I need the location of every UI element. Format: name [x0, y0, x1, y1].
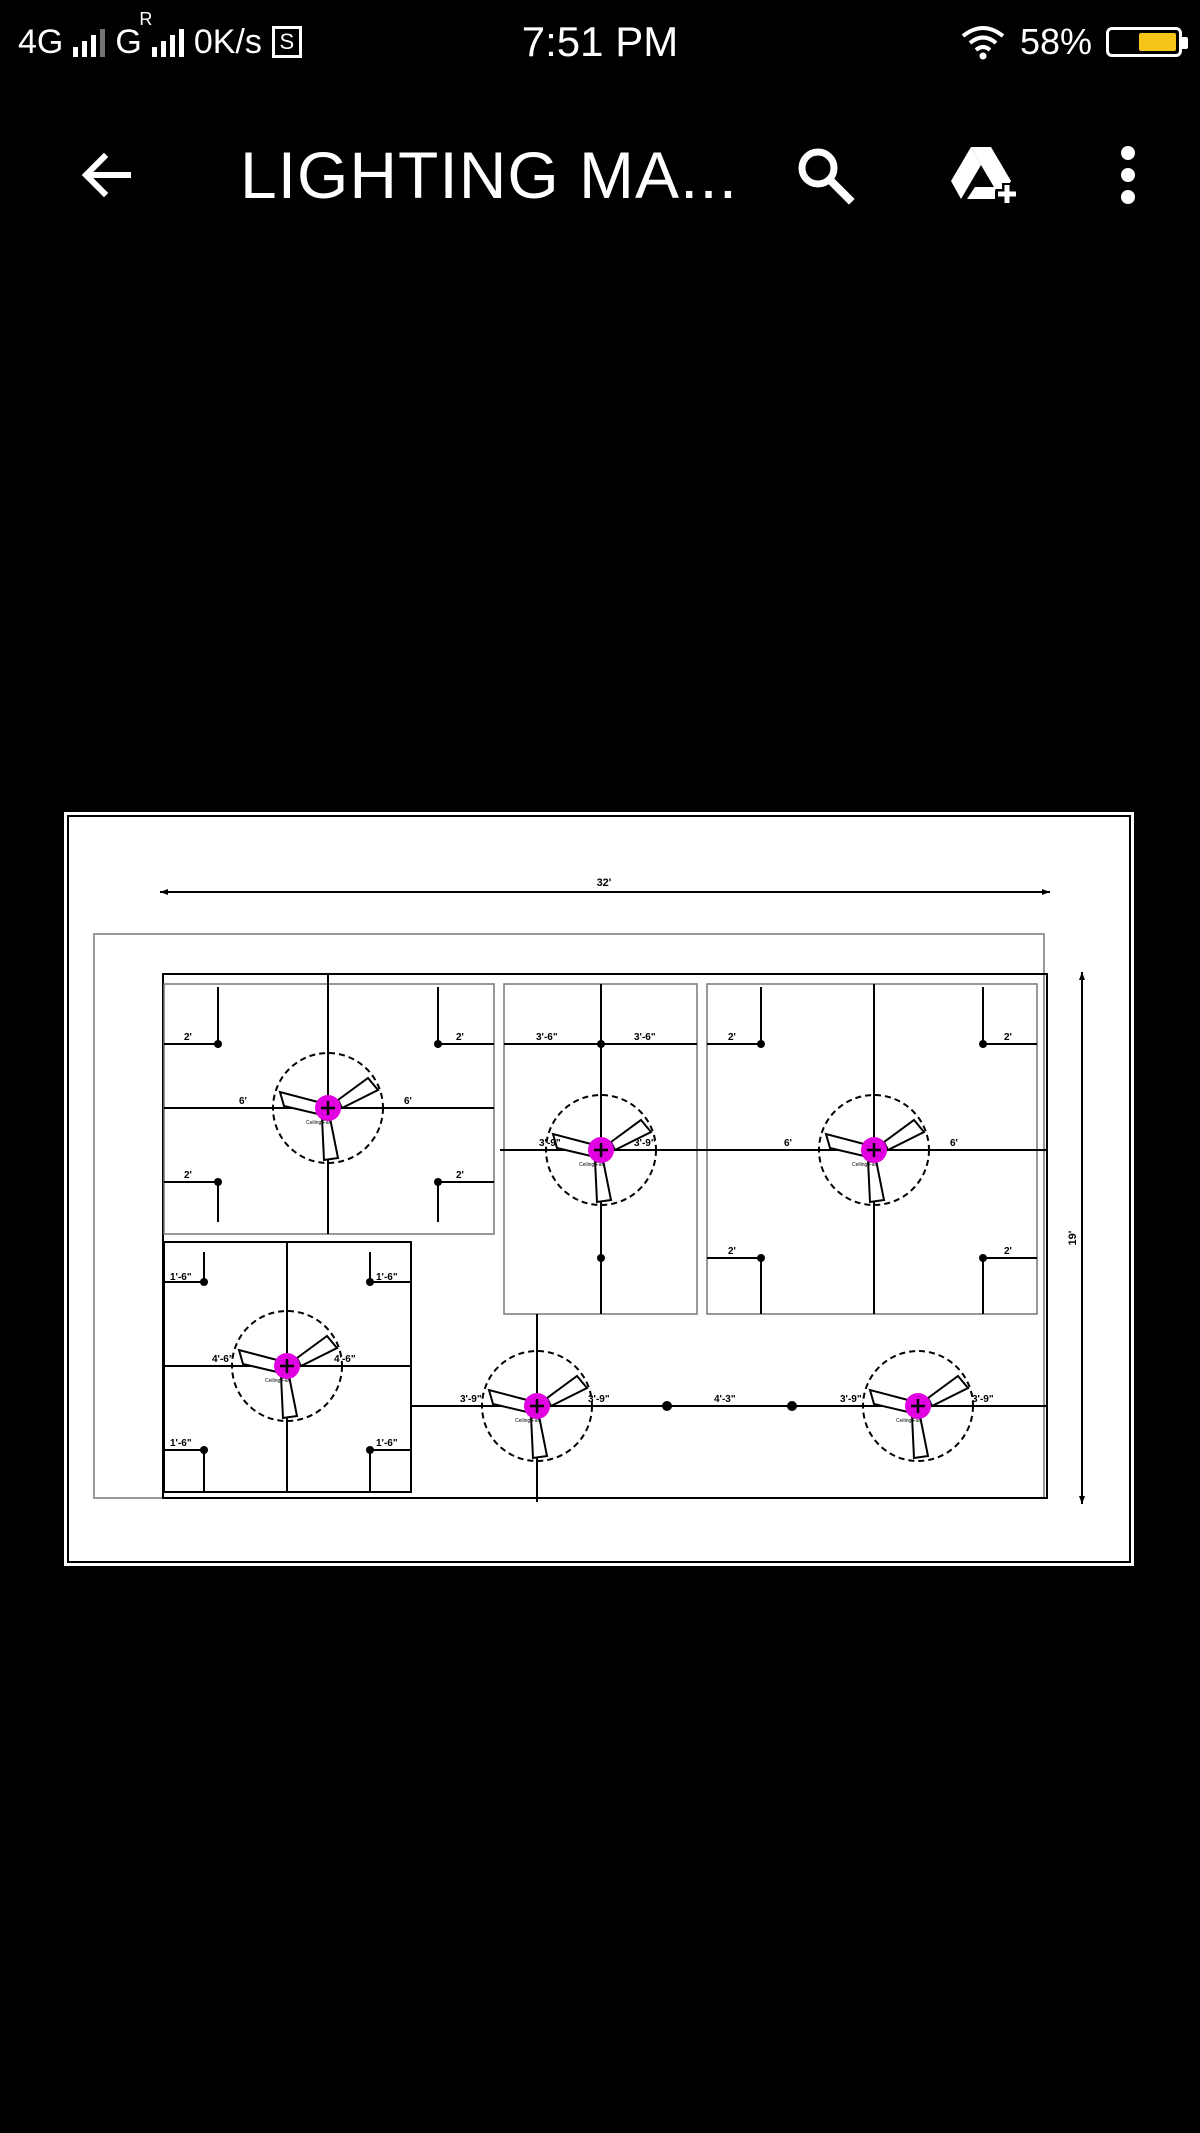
- signal-icon-2: [151, 27, 184, 57]
- more-options-button[interactable]: [1088, 135, 1168, 215]
- light-points: [200, 1040, 987, 1454]
- status-left: 4G G R 0K/s S: [18, 9, 302, 64]
- fan-label: Ceiling Fan: [852, 1162, 878, 1168]
- network-type-1: 4G: [18, 22, 64, 61]
- dim-label: 6': [239, 1096, 247, 1107]
- search-button[interactable]: [785, 135, 865, 215]
- dim-label: 1'-6": [170, 1272, 192, 1283]
- dim-arrow: [1079, 972, 1085, 980]
- dim-label: 2': [456, 1170, 464, 1181]
- dim-label: 1'-6": [376, 1438, 398, 1449]
- page-border: [67, 815, 1131, 1563]
- search-icon: [798, 148, 855, 205]
- dim-label: 4'-3": [714, 1394, 736, 1405]
- dim-label: 1'-6": [376, 1272, 398, 1283]
- lighting-layout-drawing: 32' 19': [67, 815, 1131, 1563]
- dim-label: 4'-6": [334, 1354, 356, 1365]
- dim-label: 1'-6": [170, 1438, 192, 1449]
- dim-label: 2': [728, 1032, 736, 1043]
- dim-label: 2': [184, 1032, 192, 1043]
- dim-label: 2': [728, 1246, 736, 1257]
- dim-label: 3'-9": [634, 1138, 656, 1149]
- app-toolbar: LIGHTING MA...: [0, 100, 1200, 250]
- roaming-indicator: R: [139, 8, 153, 29]
- ceiling-fan: Ceiling Fan: [545, 1094, 657, 1206]
- ceiling-fan: Ceiling Fan: [481, 1350, 593, 1462]
- ceiling-fan: Ceiling Fan: [272, 1052, 384, 1164]
- back-button[interactable]: [66, 135, 146, 215]
- arrow-left-icon: [81, 152, 131, 198]
- dim-arrow: [1042, 889, 1050, 895]
- more-vert-icon: [1121, 146, 1135, 204]
- room-outline: [162, 973, 1048, 1499]
- document-title: LIGHTING MA...: [240, 138, 739, 212]
- dim-label: 6': [950, 1138, 958, 1149]
- dim-label: 6': [784, 1138, 792, 1149]
- fan-label: Ceiling Fan: [306, 1120, 332, 1126]
- dim-label: 3'-6": [634, 1032, 656, 1043]
- status-right: 58%: [960, 20, 1188, 64]
- dim-label: 3'-9": [840, 1394, 862, 1405]
- outer-wall: [93, 933, 1045, 1499]
- sim-icon-letter: S: [279, 29, 295, 54]
- fan-label: Ceiling Fan: [265, 1378, 291, 1384]
- network-speed: 0K/s: [193, 22, 262, 61]
- dim-label: 2': [1004, 1246, 1012, 1257]
- network-type-2: G: [115, 22, 142, 61]
- add-to-drive-button[interactable]: [945, 135, 1025, 215]
- fan-label: Ceiling Fan: [896, 1418, 922, 1424]
- ceiling-fan: Ceiling Fan: [231, 1310, 343, 1422]
- sim-icon: S: [271, 26, 302, 58]
- status-time: 7:51 PM: [521, 18, 679, 65]
- dim-arrow: [160, 889, 168, 895]
- battery-fill: [1138, 33, 1176, 51]
- dim-label: 2': [1004, 1032, 1012, 1043]
- fan-label: Ceiling Fan: [579, 1162, 605, 1168]
- signal-icon-1: [73, 27, 106, 57]
- wifi-icon: [961, 26, 1005, 60]
- dim-arrow: [1079, 1496, 1085, 1504]
- drive-add-icon: [951, 147, 1018, 205]
- dim-label: 2': [184, 1170, 192, 1181]
- dim-label: 4'-6": [212, 1354, 234, 1365]
- battery-icon: [1106, 27, 1188, 57]
- dim-label: 3'-6": [536, 1032, 558, 1043]
- dim-label: 2': [456, 1032, 464, 1043]
- status-bar: 4G G R 0K/s S 7:51 PM 58%: [0, 0, 1200, 84]
- dim-label: 6': [404, 1096, 412, 1107]
- overall-height-label: 19': [1067, 1230, 1079, 1245]
- battery-percent: 58%: [1019, 21, 1092, 62]
- fan-label: Ceiling Fan: [515, 1418, 541, 1424]
- dim-label: 3'-9": [972, 1394, 994, 1405]
- ceiling-fan: Ceiling Fan: [862, 1350, 974, 1462]
- document-page[interactable]: 32' 19': [64, 812, 1134, 1566]
- ceiling-fan: Ceiling Fan: [818, 1094, 930, 1206]
- overall-width-label: 32': [597, 877, 612, 889]
- dim-label: 3'-9": [460, 1394, 482, 1405]
- dim-label: 3'-9": [539, 1138, 561, 1149]
- network-type-2-group: G R: [115, 9, 152, 62]
- dim-label: 3'-9": [588, 1394, 610, 1405]
